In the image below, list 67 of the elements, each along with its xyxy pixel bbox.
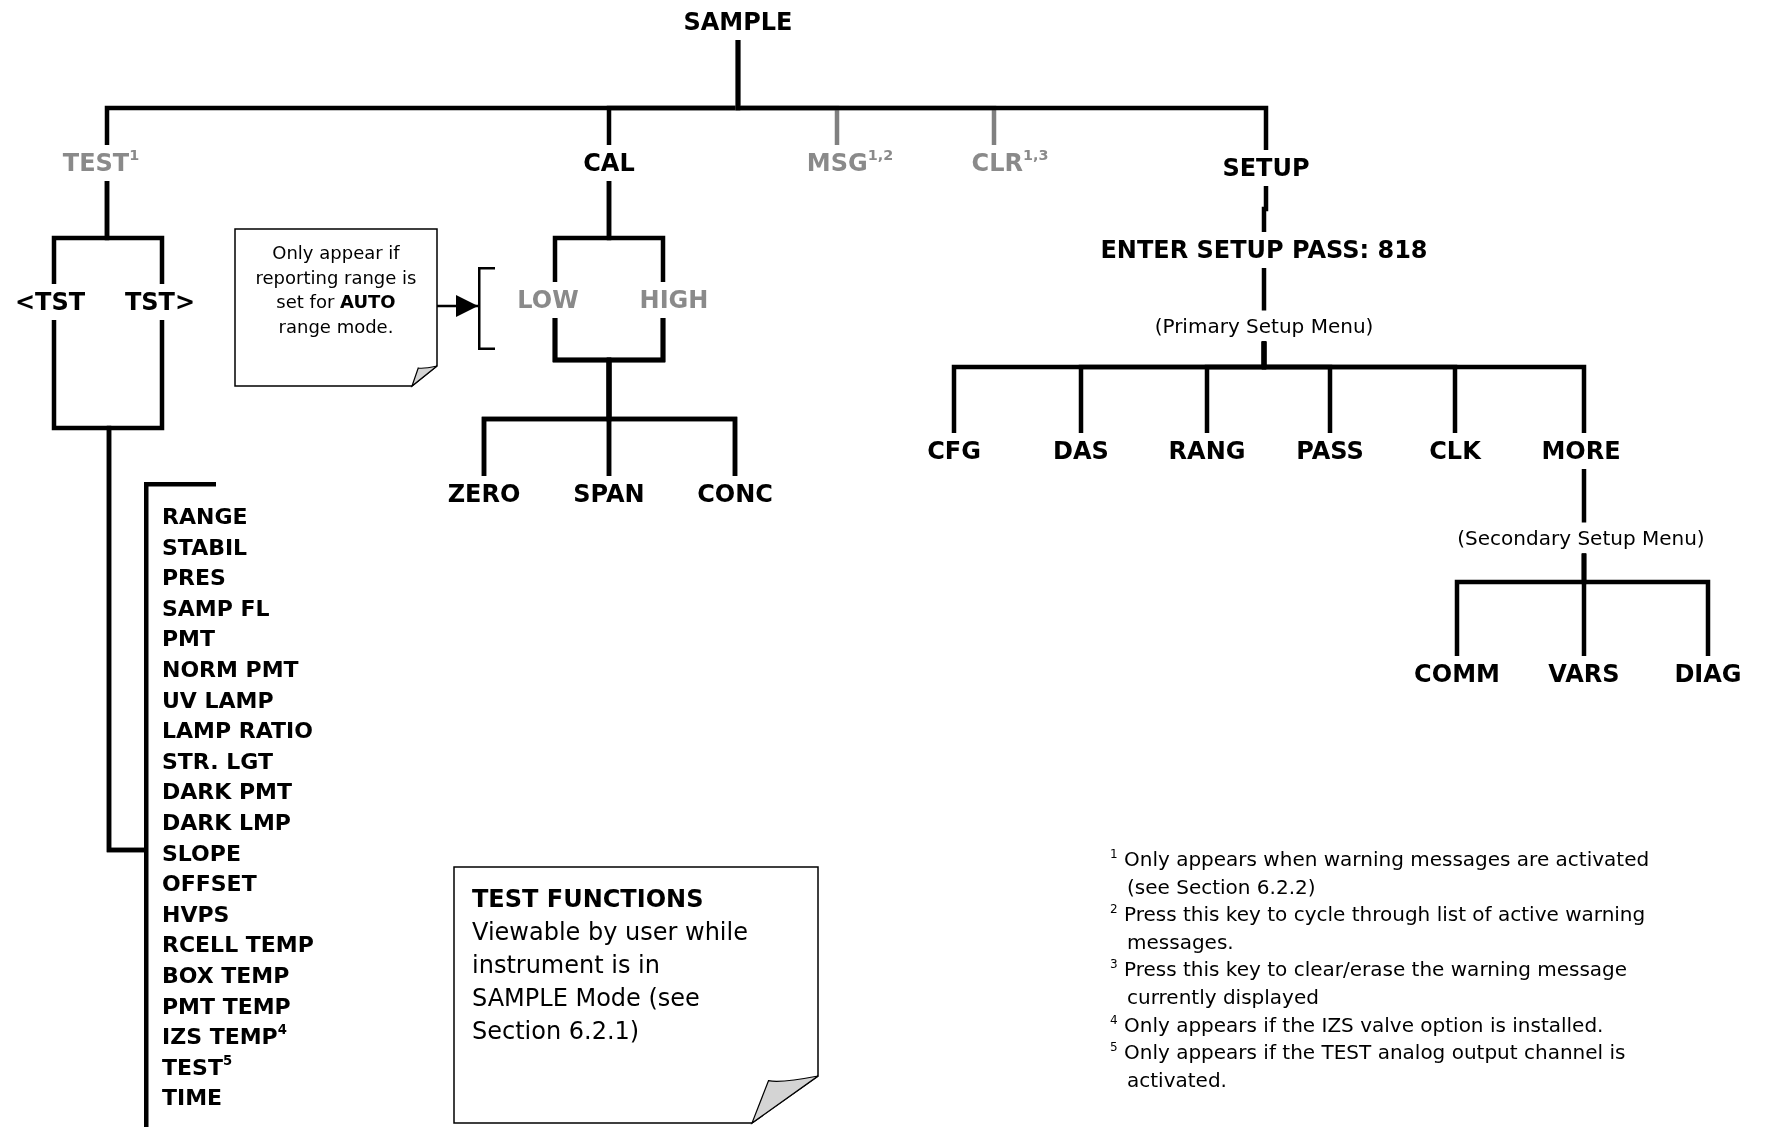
menu-item: LOW xyxy=(513,282,583,318)
connector-line xyxy=(1261,341,1587,433)
menu-item: CLR$^{1,3}$ xyxy=(967,145,1053,181)
menu-item: ZERO xyxy=(443,476,525,512)
menu-item: DARK LMP xyxy=(162,808,291,837)
note-text: Viewable by user while instrument is in SAMPLE Mode (see Section 6.2.1) xyxy=(472,917,749,1047)
menu-item: PMT xyxy=(162,625,216,654)
connector-line xyxy=(106,320,165,853)
menu-item: CLK xyxy=(1425,433,1485,469)
menu-item: SAMP FL xyxy=(162,594,270,623)
menu-item: COMM xyxy=(1410,656,1504,692)
menu-item: TEST$^{1}$ xyxy=(58,145,144,181)
menu-item: HVPS xyxy=(162,900,230,929)
connector-line xyxy=(606,181,666,282)
menu-item: TIME xyxy=(162,1084,223,1113)
menu-caption: (Secondary Setup Menu) xyxy=(1453,522,1709,554)
menu-item: HIGH xyxy=(635,282,713,318)
menu-item: IZS TEMP$^{4}$ xyxy=(162,1022,287,1052)
menu-item: SPAN xyxy=(569,476,649,512)
footnote: $^{1}$ Only appears when warning messages are activated (see Section 6.2.2) xyxy=(1110,846,1651,901)
arrow xyxy=(437,294,478,318)
menu-item: DARK PMT xyxy=(162,778,292,807)
menu-item: CONC xyxy=(693,476,777,512)
menu-item: PASS xyxy=(1292,433,1368,469)
menu-item: OFFSET xyxy=(162,870,257,899)
menu-item: BOX TEMP xyxy=(162,961,290,990)
footnote: $^{2}$ Press this key to cycle through list of active warning messages. xyxy=(1110,901,1647,956)
menu-item: RCELL TEMP xyxy=(162,931,314,960)
menu-item: DAS xyxy=(1049,433,1113,469)
connector-line xyxy=(1261,268,1267,311)
menu-caption: (Primary Setup Menu) xyxy=(1150,310,1378,342)
note-card xyxy=(235,229,437,386)
menu-item: SAMPLE xyxy=(679,4,797,40)
connector-line xyxy=(1581,553,1711,656)
connector-line xyxy=(1261,186,1269,232)
menu-item: DIAG xyxy=(1670,656,1746,692)
menu-item: UV LAMP xyxy=(162,686,274,715)
menu-item: CAL xyxy=(579,145,639,181)
menu-item: SLOPE xyxy=(162,839,241,868)
menu-item: TEST$^{5}$ xyxy=(162,1052,233,1082)
connector-line xyxy=(104,181,165,284)
connector-line xyxy=(735,40,1269,150)
menu-item: NORM PMT xyxy=(162,655,299,684)
menu-item: ENTER SETUP PASS: 818 xyxy=(1096,232,1432,268)
menu-item: PRES xyxy=(162,564,226,593)
menu-item: STABIL xyxy=(162,533,248,562)
footnote: $^{5}$ Only appears if the TEST analog output channel is activated. xyxy=(1110,1039,1627,1094)
note-heading: TEST FUNCTIONS xyxy=(472,884,705,915)
menu-item: LAMP RATIO xyxy=(162,717,313,746)
menu-item: PMT TEMP xyxy=(162,992,291,1021)
bracket xyxy=(478,267,495,350)
connector-line xyxy=(606,318,738,476)
menu-item: TST> xyxy=(120,284,200,320)
menu-item: MORE xyxy=(1537,433,1625,469)
menu-item: RANG xyxy=(1164,433,1250,469)
menu-item: STR. LGT xyxy=(162,747,273,776)
menu-item: MSG$^{1,2}$ xyxy=(802,145,898,181)
footnote: $^{4}$ Only appears if the IZS valve option is installed. xyxy=(1110,1011,1605,1039)
menu-item: <TST xyxy=(10,284,90,320)
menu-item: CFG xyxy=(923,433,985,469)
footnote: $^{3}$ Press this key to clear/erase the warning message currently displayed xyxy=(1110,956,1629,1011)
connector-line xyxy=(1581,469,1587,523)
menu-item: SETUP xyxy=(1218,150,1314,186)
note-text: Only appear if reporting range is set for AUTO range mode. xyxy=(255,241,417,339)
note-card xyxy=(454,867,818,1123)
menu-item: RANGE xyxy=(162,503,248,531)
menu-item: VARS xyxy=(1544,656,1624,692)
